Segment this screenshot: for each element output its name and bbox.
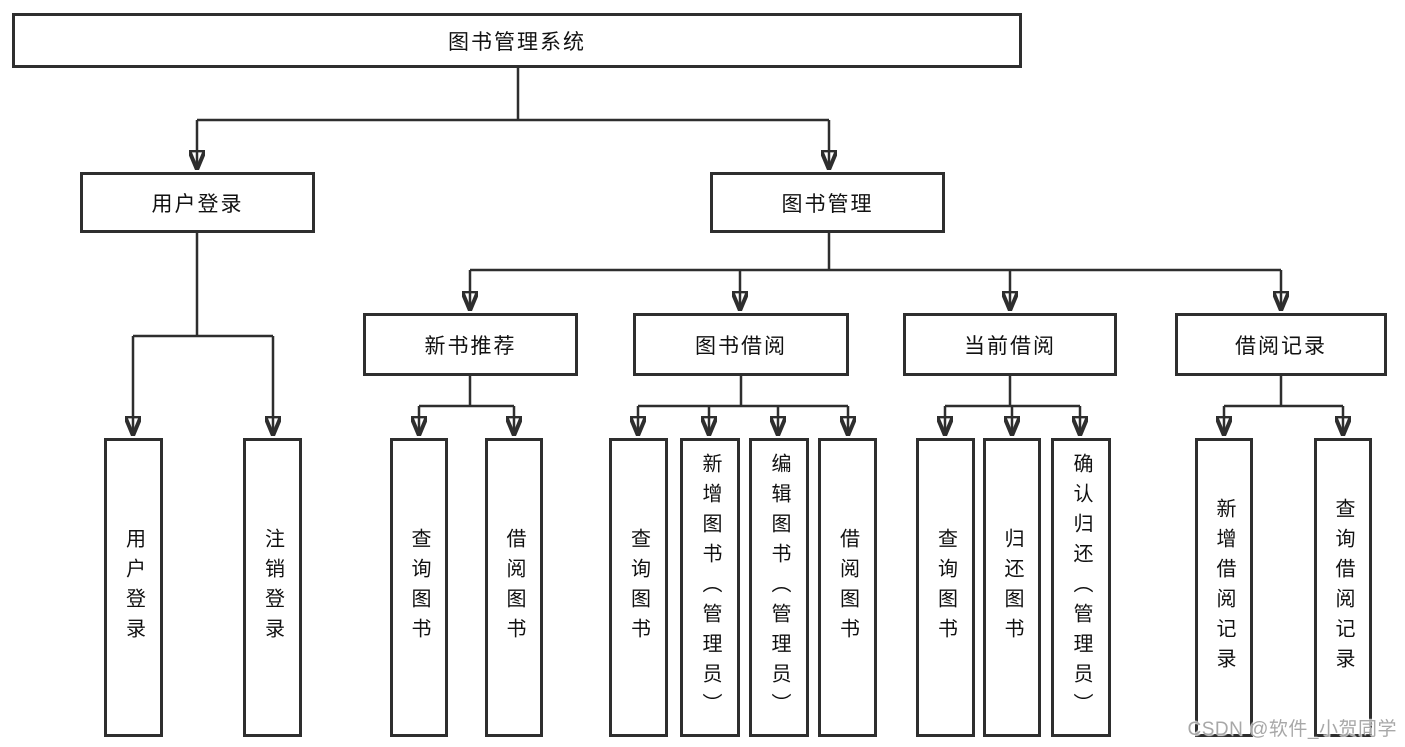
connector-current-borrowing-branch	[945, 376, 1080, 434]
node-label: 编辑图书（管理员）	[768, 452, 790, 723]
connector-book-borrowing-branch	[638, 376, 848, 434]
node-label: 用户登录	[151, 192, 244, 216]
node-label: 借阅图书	[836, 527, 859, 648]
node-user-login: 用户登录	[80, 172, 315, 233]
node-new-book-recommendation: 新书推荐	[363, 313, 578, 376]
node-label: 图书管理	[781, 192, 874, 216]
node-leaf-user-login: 用户登录	[104, 438, 163, 737]
node-current-borrowing: 当前借阅	[903, 313, 1117, 376]
node-leaf-query-books-borrowing: 查询图书	[609, 438, 668, 737]
connector-new-book-recommendation-branch	[419, 376, 514, 434]
node-label: 注销登录	[261, 527, 284, 648]
node-borrowing-records: 借阅记录	[1175, 313, 1387, 376]
node-leaf-query-books-current: 查询图书	[916, 438, 975, 737]
connector-root-to-level2	[197, 68, 829, 168]
node-label: 新增图书（管理员）	[699, 452, 721, 723]
node-label: 图书借阅	[695, 334, 787, 358]
node-leaf-query-books-recommendation: 查询图书	[390, 438, 448, 737]
node-book-management: 图书管理	[710, 172, 945, 233]
node-leaf-add-borrow-record: 新增借阅记录	[1195, 438, 1253, 737]
connector-book-management-branch	[470, 233, 1281, 309]
node-leaf-edit-books-admin: 编辑图书（管理员）	[749, 438, 809, 737]
node-leaf-borrow-books-borrowing: 借阅图书	[818, 438, 877, 737]
node-label: 当前借阅	[964, 334, 1056, 358]
node-leaf-logout: 注销登录	[243, 438, 302, 737]
node-label: 查询图书	[408, 527, 430, 648]
node-label: 用户登录	[122, 527, 145, 648]
node-label: 借阅记录	[1235, 334, 1327, 358]
watermark-text: CSDN @软件_小贺同学	[1187, 719, 1397, 740]
connector-borrowing-records-branch	[1224, 376, 1343, 434]
node-label: 归还图书	[1001, 527, 1023, 648]
node-label: 借阅图书	[503, 527, 525, 648]
node-leaf-borrow-books-recommendation: 借阅图书	[485, 438, 543, 737]
node-leaf-confirm-return-admin: 确认归还（管理员）	[1051, 438, 1111, 737]
node-label: 确认归还（管理员）	[1070, 452, 1092, 723]
node-label: 查询图书	[934, 527, 957, 648]
node-leaf-add-books-admin: 新增图书（管理员）	[680, 438, 740, 737]
node-leaf-return-books: 归还图书	[983, 438, 1041, 737]
connector-user-login-branch	[133, 233, 273, 434]
node-book-borrowing: 图书借阅	[633, 313, 849, 376]
node-label: 图书管理系统	[448, 30, 586, 54]
node-label: 新书推荐	[424, 334, 517, 358]
node-leaf-query-borrow-record: 查询借阅记录	[1314, 438, 1372, 737]
node-label: 查询图书	[627, 527, 650, 648]
node-label: 查询借阅记录	[1332, 497, 1354, 678]
node-label: 新增借阅记录	[1213, 497, 1235, 678]
node-library-management-system: 图书管理系统	[12, 13, 1022, 68]
